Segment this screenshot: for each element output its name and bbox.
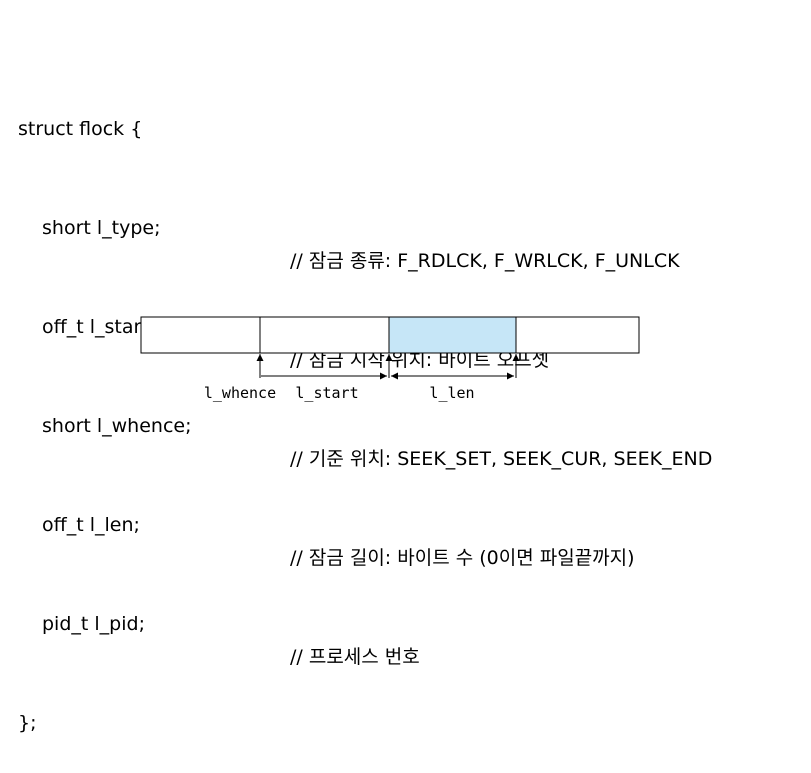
field-decl: short l_type; <box>42 217 161 239</box>
lock-region-diagram: l_whence l_start l_len <box>140 316 640 402</box>
field-line-l-type: short l_type; // 잠금 종류: F_RDLCK, F_WRLCK… <box>18 179 680 272</box>
struct-footer: }; <box>18 712 37 734</box>
struct-footer-line: }; <box>18 674 42 734</box>
label-l-start: l_start <box>295 384 358 402</box>
field-comment: // 잠금 종류: F_RDLCK, F_WRLCK, F_UNLCK <box>290 250 680 272</box>
field-comment: // 기준 위치: SEEK_SET, SEEK_CUR, SEEK_END <box>290 448 713 470</box>
field-line-l-start: off_t l_start; // 잠금 시작 위치: 바이트 오프셋 <box>18 278 549 371</box>
field-line-l-pid: pid_t l_pid; // 프로세스 번호 <box>18 575 420 668</box>
field-decl: off_t l_len; <box>42 514 140 536</box>
field-line-l-len: off_t l_len; // 잠금 길이: 바이트 수 (0이면 파일끝까지) <box>18 476 635 569</box>
label-l-len: l_len <box>429 384 474 402</box>
struct-header: struct flock { <box>18 118 143 140</box>
struct-header-line: struct flock { <box>18 80 142 140</box>
field-comment: // 잠금 시작 위치: 바이트 오프셋 <box>290 349 550 371</box>
field-decl: off_t l_start; <box>42 316 156 338</box>
field-decl: pid_t l_pid; <box>42 613 145 635</box>
field-comment: // 프로세스 번호 <box>290 646 420 668</box>
label-l-whence: l_whence <box>204 384 276 402</box>
locked-region <box>388 316 517 354</box>
field-comment: // 잠금 길이: 바이트 수 (0이면 파일끝까지) <box>290 547 635 569</box>
